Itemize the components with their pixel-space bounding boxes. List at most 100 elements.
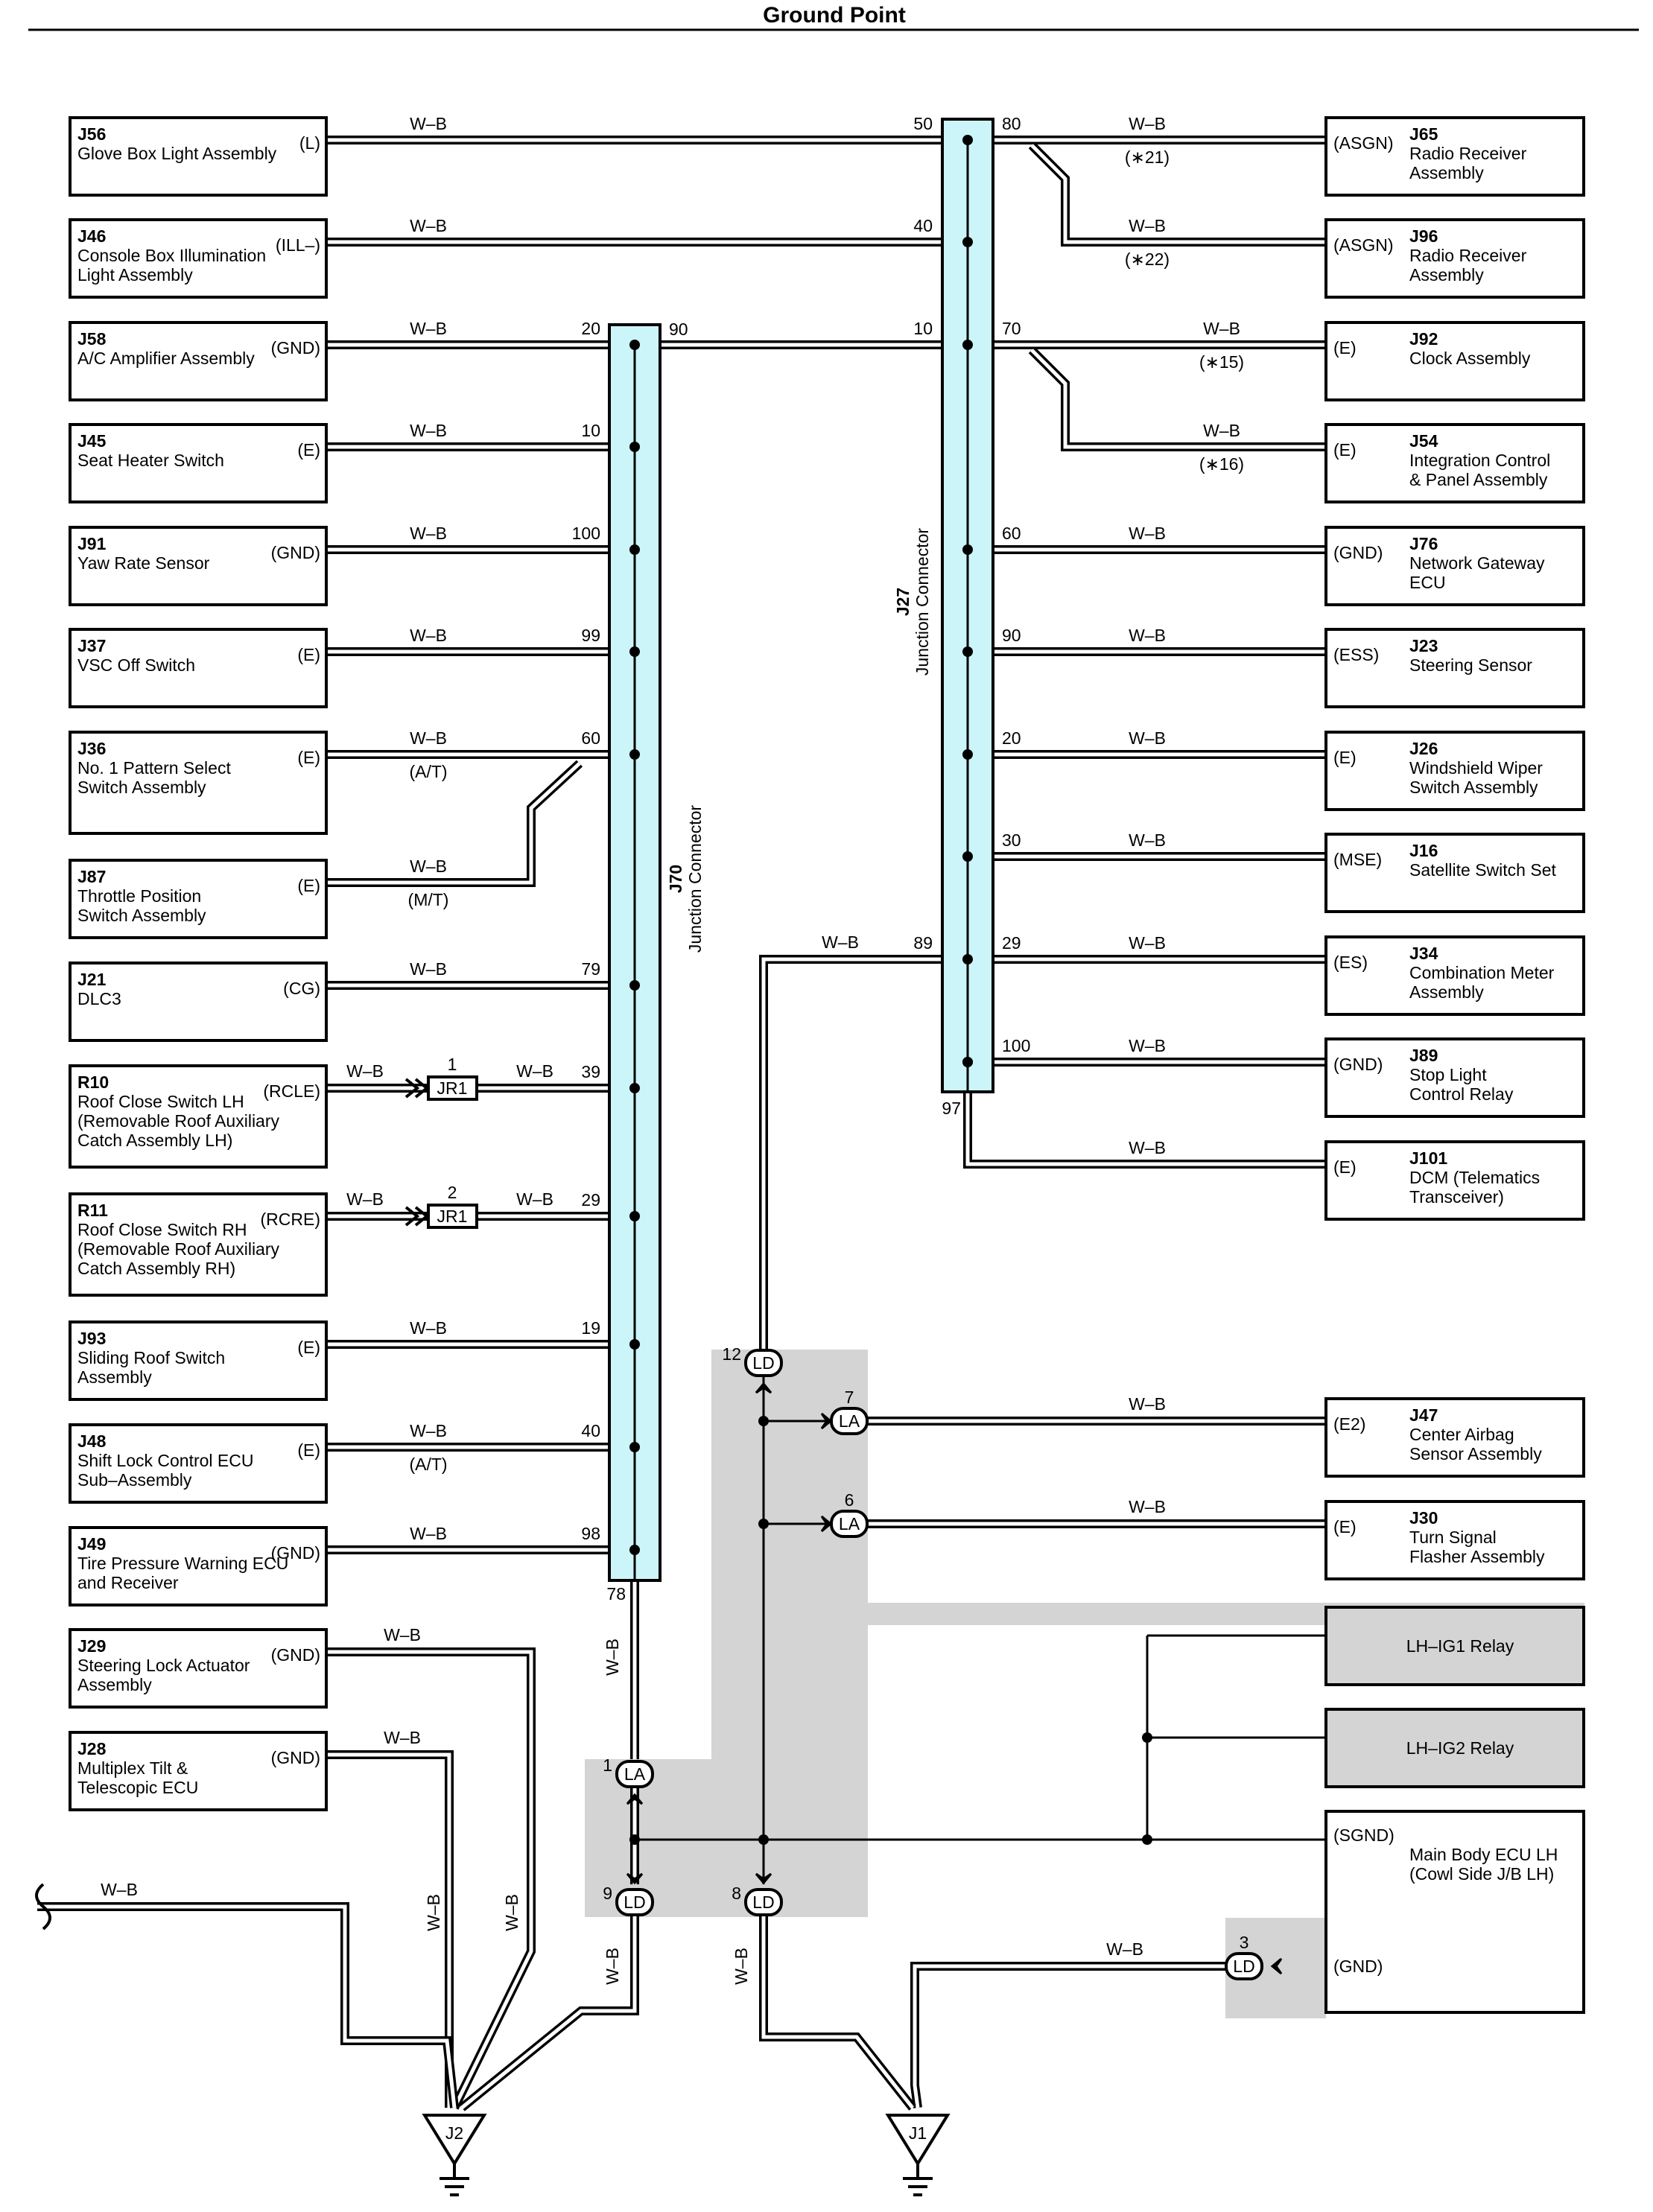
wire-note: (∗21) [1125, 147, 1170, 167]
terminal-label: (GND) [271, 543, 320, 562]
terminal-label: (E) [297, 645, 320, 664]
pin-number: 39 [581, 1062, 600, 1081]
component-code: J47 [1409, 1405, 1438, 1425]
connector-ld-9: LD9 [603, 1884, 654, 1916]
connector-pin: 12 [722, 1344, 741, 1364]
j70-junction-dot [629, 646, 640, 657]
pin-number: 90 [1002, 626, 1021, 645]
component-name: Switch Assembly [77, 906, 206, 925]
component-box [1324, 1397, 1585, 1478]
connector-label: LD [752, 1353, 774, 1373]
j27-name: Junction Connector [913, 528, 932, 676]
connector-la-7: LA7 [830, 1388, 869, 1435]
component-name: Yaw Rate Sensor [77, 553, 210, 573]
connector-pill [615, 1888, 654, 1916]
arrow-down-icon [755, 1872, 772, 1885]
pin-number: 29 [581, 1190, 600, 1210]
component-name: (Removable Roof Auxiliary [77, 1111, 280, 1131]
connector-label: LA [839, 1411, 860, 1431]
component-name: Clock Assembly [1409, 349, 1531, 368]
terminal-label: (E) [297, 1338, 320, 1357]
terminal-label: (E) [1333, 440, 1357, 460]
component-box [1324, 116, 1585, 197]
component-name: Flasher Assembly [1409, 1547, 1545, 1566]
pin-number: 19 [581, 1318, 600, 1338]
connector-pill [1225, 1952, 1263, 1980]
pin-number: 40 [581, 1421, 600, 1440]
wire-note: (A/T) [409, 762, 447, 781]
wire-label: W–B [424, 1894, 443, 1931]
connector-la-1: LA1 [603, 1755, 654, 1788]
jr1-pin: 2 [448, 1183, 457, 1202]
j27-junction-dot [962, 544, 973, 555]
wire-layer [35, 136, 1326, 2111]
component-code: J58 [77, 329, 107, 349]
terminal-label: (GND) [1333, 1055, 1383, 1074]
pin-number: 30 [1002, 830, 1021, 850]
junction-dot [1142, 1732, 1152, 1743]
relay-label: LH–IG1 Relay [1406, 1636, 1514, 1656]
component-name: Sub–Assembly [77, 1470, 192, 1490]
wire-label: W–B [732, 1948, 751, 1985]
component-box [1324, 423, 1585, 503]
wire-label: W–B [410, 1524, 447, 1543]
arrow-up-icon [626, 1793, 644, 1805]
wire-label: W–B [1129, 1036, 1166, 1055]
relay-2: LH–IG2 Relay [1324, 1708, 1585, 1788]
component-code: R10 [77, 1072, 109, 1092]
wire-label: W–B [1129, 830, 1166, 850]
component-box [1324, 833, 1585, 913]
pin-number: 60 [1002, 524, 1021, 543]
wire-label: W–B [516, 1061, 553, 1081]
component-name: VSC Off Switch [77, 655, 195, 675]
component-name: Tire Pressure Warning ECU [77, 1554, 288, 1573]
component-name: Steering Lock Actuator [77, 1656, 250, 1675]
wire-label: W–B [101, 1880, 138, 1899]
component-box [69, 1423, 328, 1504]
component-name: Steering Sensor [1409, 655, 1532, 675]
component-box [69, 116, 328, 197]
component-box [1324, 628, 1585, 708]
wire-note: (∗15) [1199, 352, 1244, 372]
component-box [69, 962, 328, 1042]
wire-ld9-j2-core [460, 1916, 637, 2109]
wire-label: W–B [1129, 1497, 1166, 1516]
terminal-label: (GND) [271, 1543, 320, 1563]
component-name: Assembly [1409, 265, 1484, 285]
terminal-label: (E) [1333, 338, 1357, 357]
wire-j27-89-core [761, 957, 968, 1350]
component-name: Shift Lock Control ECU [77, 1451, 253, 1470]
j70-junction-dot [629, 340, 640, 350]
wire-label: W–B [384, 1728, 421, 1747]
component-name: Combination Meter [1409, 963, 1555, 982]
pin-number: 90 [669, 320, 688, 339]
pin-number: 20 [581, 319, 600, 338]
pin-number: 10 [581, 421, 600, 440]
wire-break-icon [35, 1883, 51, 1930]
wire-label: W–B [410, 114, 447, 133]
component-name: and Receiver [77, 1573, 179, 1592]
j27-junction-dot [962, 340, 973, 350]
component-box [69, 731, 328, 835]
connector-la-6: LA6 [830, 1490, 869, 1538]
component-name: Assembly [77, 1675, 152, 1694]
terminal-label: (E) [1333, 748, 1357, 767]
component-name: DLC3 [77, 989, 121, 1008]
wire-label: W–B [1129, 933, 1166, 953]
pin-number: 20 [1002, 728, 1021, 748]
wire-j27-89 [759, 955, 968, 1350]
ground-label: J1 [909, 2123, 927, 2143]
component-name: (Removable Roof Auxiliary [77, 1239, 280, 1259]
